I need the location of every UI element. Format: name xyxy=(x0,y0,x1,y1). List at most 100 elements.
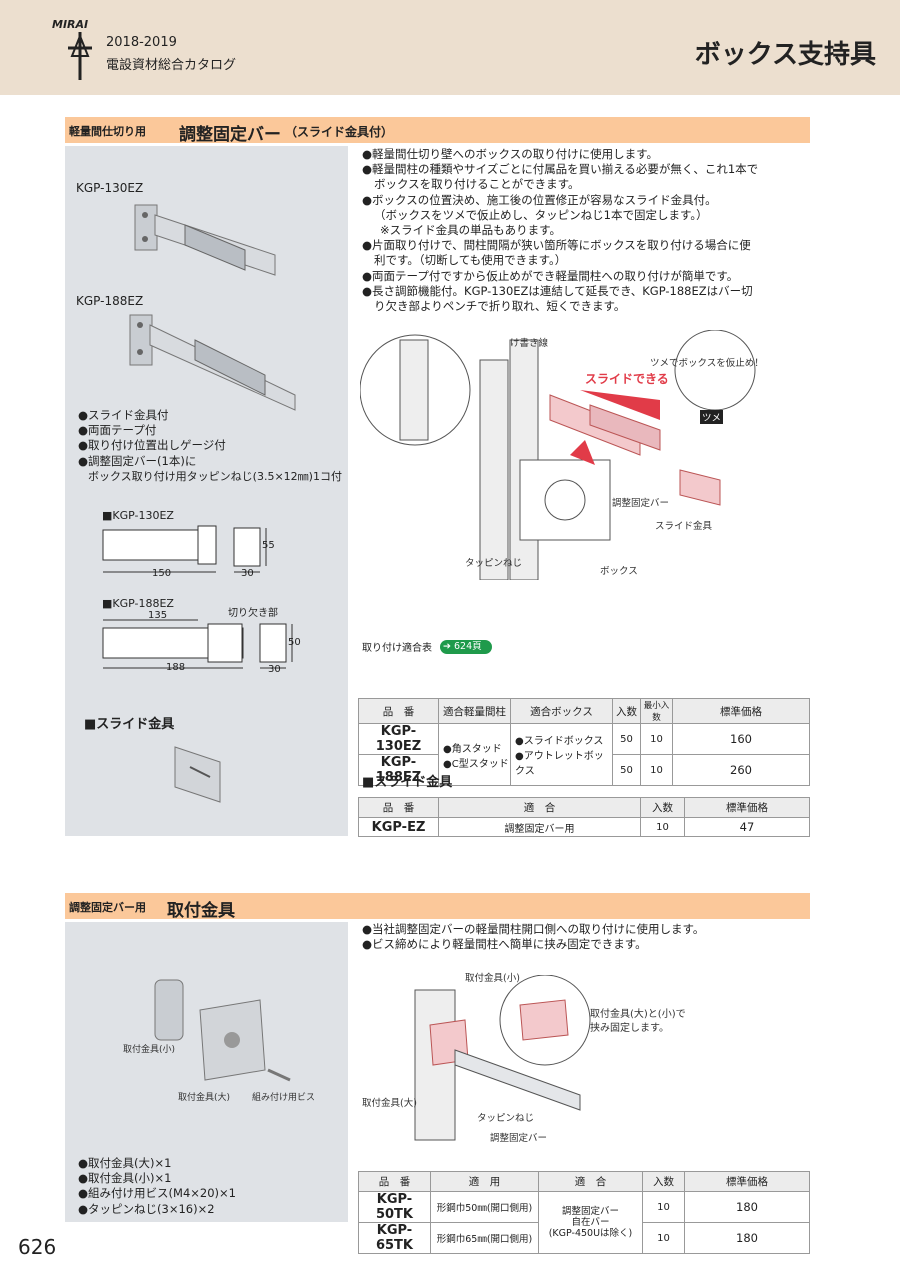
list-item: ●軽量間柱の種類やサイズごとに付属品を買い揃える必要が無く、これ1本で xyxy=(362,162,759,177)
list-item: ●長さ調節機能付。KGP-130EZは連結して延長でき、KGP-188EZはバー… xyxy=(362,283,753,298)
product-photo-panel xyxy=(65,146,348,836)
list-item: ●両面テープ付 xyxy=(78,423,157,438)
reference-label: 取り付け適合表 xyxy=(362,643,432,654)
table-row: KGP-50TK 形鋼巾50㎜(開口側用) 調整固定バー自在バー(KGP-450… xyxy=(358,1191,810,1254)
page-title: ボックス支持具 xyxy=(694,40,876,70)
list-item: ●取付金具(大)×1 xyxy=(78,1156,172,1170)
section-band-adjustment-bar: 軽量間仕切り用 調整固定バー （スライド金具付） xyxy=(65,117,810,145)
kgp-188ez-photo xyxy=(129,314,296,411)
cell-boxes: ●スライドボックス●アウトレットボックス xyxy=(510,723,613,786)
drawing-title-188: ■KGP-188EZ xyxy=(102,597,174,610)
list-item: ●タッピンねじ(3×16)×2 xyxy=(78,1201,215,1216)
photo-label-large: 取付金具(大) xyxy=(178,1093,231,1103)
model-label-130: KGP-130EZ xyxy=(76,181,144,195)
cell-fit: 調整固定バー自在バー(KGP-450Uは除く) xyxy=(538,1191,643,1254)
installation-diagram xyxy=(360,330,756,580)
band-title: 取付金具 xyxy=(167,901,235,921)
cell-code: KGP-188EZ xyxy=(358,754,439,786)
bracket-label-large: 取付金具(大) xyxy=(362,1098,417,1109)
table-row: KGP-130EZ ●角スタッド●C型スタッド ●スライドボックス●アウトレット… xyxy=(358,723,810,786)
table-header: 標準価格 xyxy=(684,797,810,818)
stud-item: ●C型スタッド xyxy=(443,758,509,770)
band-title: 調整固定バー xyxy=(179,125,281,145)
list-item: ●取付金具(小)×1 xyxy=(78,1171,172,1186)
box-item: ●アウトレットボックス xyxy=(515,751,604,777)
cell-code: KGP-130EZ xyxy=(358,723,439,755)
product-description: ●軽量間仕切り壁へのボックスの取り付けに使用します。 ●軽量間柱の種類やサイズご… xyxy=(362,147,758,314)
slide-fitting-photo xyxy=(174,746,221,803)
diagram-label-tsume-note: ツメでボックスを仮止め！ xyxy=(650,358,764,369)
table-header: 適 用 xyxy=(430,1171,539,1192)
list-item: ボックス取り付け用タッピンねじ(3.5×12㎜)1コ付 xyxy=(88,469,342,483)
cell-price: 260 xyxy=(672,754,810,786)
fit-item: (KGP-450Uは除く) xyxy=(548,1228,633,1239)
cell-code: KGP-50TK xyxy=(358,1191,431,1223)
dimension-drawing-130 xyxy=(102,525,267,573)
table-row: KGP-EZ 調整固定バー用 10 47 xyxy=(358,817,810,837)
bracket-description: ●当社調整固定バーの軽量間柱開口側への取り付けに使用します。 ●ビス締めにより軽… xyxy=(362,922,704,952)
table-header: 入数 xyxy=(642,1171,685,1192)
list-item: り欠き部よりペンチで折り取れ、短くできます。 xyxy=(374,299,626,314)
spec-table-bracket: 品 番 適 用 適 合 入数 標準価格 KGP-50TK 形鋼巾50㎜(開口側用… xyxy=(358,1171,810,1254)
table-header: 標準価格 xyxy=(672,698,810,724)
table-header: 適合ボックス xyxy=(510,698,613,724)
photo-label-screw: 組み付け用ビス xyxy=(252,1093,316,1103)
cell-qty: 10 xyxy=(642,1191,685,1223)
diagram-label-bar: 調整固定バー xyxy=(612,498,670,509)
cell-studs: ●角スタッド●C型スタッド xyxy=(438,723,511,786)
arrow-right-icon: ➔ xyxy=(443,641,451,652)
list-item: ●片面取り付けで、間柱間隔が狭い箇所等にボックスを取り付ける場合に便 xyxy=(362,238,751,253)
cell-use: 形鋼巾65㎜(開口側用) xyxy=(430,1222,539,1254)
table-header: 品 番 xyxy=(358,698,439,724)
cell-code: KGP-65TK xyxy=(358,1222,431,1254)
list-item: ●ボックスの位置決め、施工後の位置修正が容易なスライド金具付。 xyxy=(362,192,717,207)
list-item: ボックスを取り付けることができます。 xyxy=(374,177,580,192)
table-header: 適合軽量間柱 xyxy=(438,698,511,724)
bracket-label-screw: タッピンねじ xyxy=(477,1113,535,1124)
slide-fitting-table-title: ■スライド金具 xyxy=(362,775,453,790)
band-prefix: 軽量間仕切り用 xyxy=(69,125,146,138)
dim-188: 188 xyxy=(166,662,186,673)
diagram-label-slide-fitting: スライド金具 xyxy=(655,521,713,532)
diagram-label-tsume: ツメ xyxy=(700,410,724,424)
table-header: 適 合 xyxy=(538,1171,643,1192)
mirai-logo-icon xyxy=(68,32,92,80)
table-header: 入数 xyxy=(640,797,685,818)
page-number: 626 xyxy=(18,1235,57,1259)
bracket-label-bar: 調整固定バー xyxy=(490,1133,548,1144)
catalog-name: 電設資材総合カタログ xyxy=(106,58,237,73)
reference-page: 624頁 xyxy=(454,641,482,652)
dim-50: 50 xyxy=(288,637,301,648)
cell-qty: 50 xyxy=(612,754,641,786)
band-prefix: 調整固定バー用 xyxy=(69,901,146,914)
diagram-label-screw: タッピンねじ xyxy=(465,558,523,569)
cell-price: 180 xyxy=(684,1191,810,1223)
fit-item: 調整固定バー xyxy=(561,1206,619,1217)
bracket-label-small: 取付金具(小) xyxy=(465,973,520,984)
cell-use: 形鋼巾50㎜(開口側用) xyxy=(430,1191,539,1223)
brand-logo: MIRAI xyxy=(52,18,89,31)
cell-qty: 10 xyxy=(642,1222,685,1254)
kgp-130ez-photo xyxy=(134,204,276,276)
dim-30a: 30 xyxy=(241,568,254,579)
reference-page-link[interactable]: ➔624頁 xyxy=(440,640,492,654)
cell-qty: 50 xyxy=(612,723,641,755)
cell-code: KGP-EZ xyxy=(358,817,439,837)
list-item: ●ビス締めにより軽量間柱へ簡単に挟み固定できます。 xyxy=(362,937,647,952)
list-item: （ボックスをツメで仮止めし、タッピンねじ1本で固定します。） xyxy=(374,207,708,222)
table-header: 品 番 xyxy=(358,1171,431,1192)
list-item: ●取り付け位置出しゲージ付 xyxy=(78,438,226,453)
dim-135: 135 xyxy=(148,610,168,621)
catalog-header: MIRAI 2018-2019 電設資材総合カタログ ボックス支持具 xyxy=(0,0,900,95)
table-header: 最小入数 xyxy=(640,698,673,724)
list-item: ●両面テープ付ですから仮止めができ軽量間柱への取り付けが簡単です。 xyxy=(362,268,739,283)
slide-fitting-title: ■スライド金具 xyxy=(84,717,175,732)
bracket-note-2: 挟み固定します。 xyxy=(590,1023,669,1034)
dim-55: 55 xyxy=(262,540,275,551)
cell-qty: 10 xyxy=(640,817,685,837)
diagram-label-slide: スライドできる xyxy=(585,372,669,386)
diagram-label-box: ボックス xyxy=(600,566,638,577)
table-header: 標準価格 xyxy=(684,1171,810,1192)
contents-list: ●取付金具(大)×1 ●取付金具(小)×1 ●組み付け用ビス(M4×20)×1 … xyxy=(78,1156,236,1217)
list-item: ●軽量間仕切り壁へのボックスの取り付けに使用します。 xyxy=(362,147,659,161)
